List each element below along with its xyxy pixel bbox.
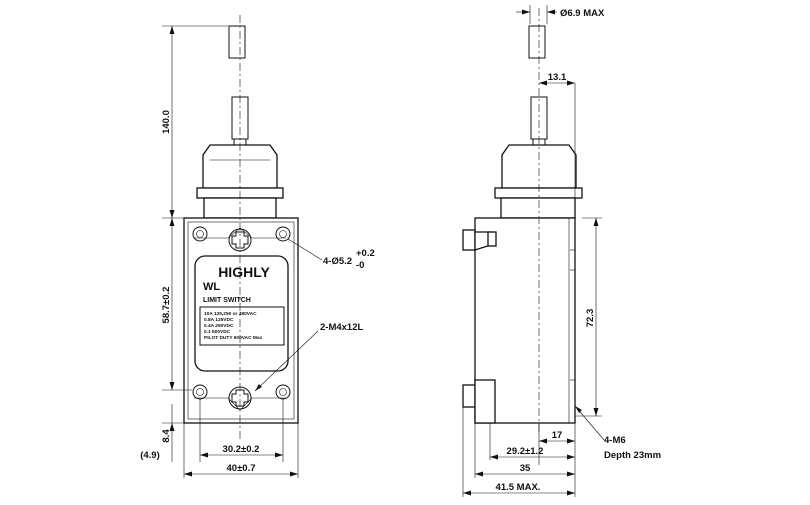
side-switch-body (462, 217, 576, 424)
rating-line: 0.1 600VDC (204, 329, 231, 335)
callout-mount-holes: 4-Ø5.2 +0.2 -0 (287, 238, 375, 271)
svg-text:58.7±0.2: 58.7±0.2 (161, 287, 172, 324)
dim-side-body-height: 72.3 (575, 217, 602, 417)
dim-thread-offset: 17 (538, 423, 576, 497)
svg-text:+0.2: +0.2 (356, 248, 375, 259)
dim-spring-offset: 13.1 (539, 72, 576, 218)
svg-text:140.0: 140.0 (161, 110, 172, 134)
svg-text:4-Ø5.2: 4-Ø5.2 (323, 256, 352, 267)
dim-body-height: 58.7±0.2 (161, 217, 192, 391)
callout-screws: 2-M4x12L (254, 322, 363, 392)
dim-body-depth: 35 (474, 423, 575, 478)
svg-text:Depth 23mm: Depth 23mm (604, 450, 661, 461)
svg-text:35: 35 (520, 463, 531, 474)
dim-hole-spacing: 30.2±0.2 (199, 399, 284, 462)
svg-text:40±0.7: 40±0.7 (227, 463, 256, 474)
brand-label: HIGHLY (218, 264, 270, 280)
callout-threaded-holes: 4-M6 Depth 23mm (574, 405, 661, 461)
svg-text:Ø6.9 MAX: Ø6.9 MAX (560, 8, 605, 19)
mount-hole (192, 226, 208, 242)
product-type-label: LIMIT SWITCH (203, 297, 251, 304)
dim-overall-depth: 41.5 MAX. (462, 407, 575, 497)
rating-line: 0.4A 250VDC (204, 323, 234, 329)
side-spring (528, 25, 548, 146)
front-view: HIGHLY WL LIMIT SWITCH 10A 125,250 or 48… (140, 15, 375, 478)
svg-text:17: 17 (552, 430, 563, 441)
label-plate (194, 255, 289, 372)
rating-box (199, 306, 285, 346)
svg-text:-0: -0 (356, 260, 364, 271)
svg-text:8.4: 8.4 (161, 429, 172, 443)
side-plunger-housing (494, 144, 583, 219)
svg-text:29.2±1.2: 29.2±1.2 (507, 446, 544, 457)
side-view: Ø6.9 MAX 13.1 72.3 17 (462, 5, 661, 497)
model-label: WL (203, 281, 220, 293)
mount-hole (275, 226, 291, 242)
dim-overall-height: 140.0 (161, 25, 228, 218)
svg-text:4-M6: 4-M6 (604, 435, 626, 446)
svg-text:13.1: 13.1 (548, 72, 567, 83)
rating-line: 10A 125,250 or 480VAC (204, 311, 257, 317)
rating-line: 0.8A 125VDC (204, 317, 234, 323)
rating-line: PILOT DUTY 600VAC Max (204, 335, 263, 341)
svg-text:41.5 MAX.: 41.5 MAX. (496, 482, 541, 493)
dim-body-width: 40±0.7 (183, 423, 299, 478)
front-switch-body: HIGHLY WL LIMIT SWITCH 10A 125,250 or 48… (183, 217, 299, 424)
front-spring (228, 25, 249, 146)
svg-text:(4.9): (4.9) (140, 450, 160, 461)
dim-spring-dia: Ø6.9 MAX (516, 5, 605, 24)
svg-text:2-M4x12L: 2-M4x12L (320, 322, 363, 333)
dim-bottom-offset: 8.4 (4.9) (140, 404, 184, 462)
svg-text:30.2±0.2: 30.2±0.2 (223, 444, 260, 455)
dim-hole-offset: 29.2±1.2 (489, 423, 575, 460)
svg-text:72.3: 72.3 (585, 309, 596, 328)
